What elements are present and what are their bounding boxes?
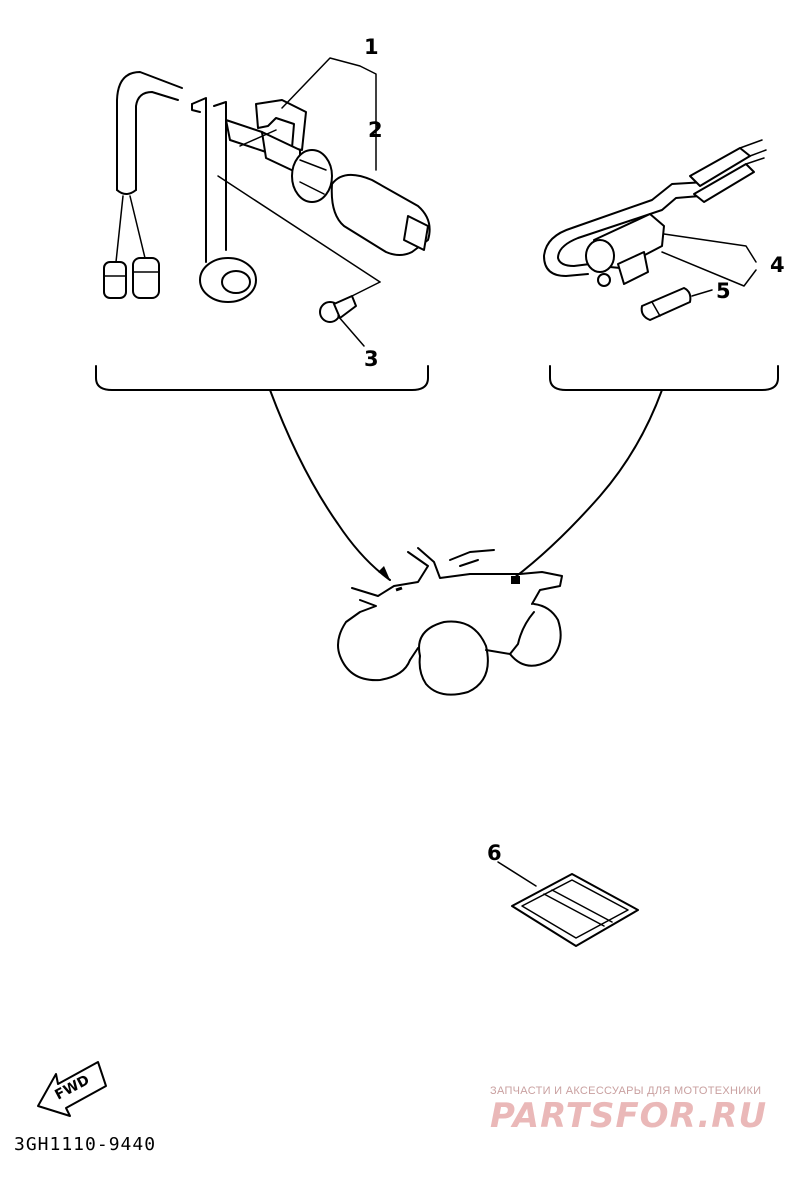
right-location-line (513, 389, 663, 579)
left-group-bracket (95, 365, 429, 391)
connector-1 (103, 261, 127, 299)
relay-wire (543, 181, 707, 277)
watermark-brand: PARTSFOR.RU (490, 1096, 768, 1136)
atv-silhouette (337, 547, 563, 696)
atv-rear-wheel (418, 620, 489, 696)
relay-bracket (617, 251, 649, 285)
right-group-bracket (549, 365, 779, 391)
bolt (319, 295, 365, 347)
u-bracket (255, 99, 307, 151)
callout-3: 3 (364, 347, 379, 371)
callout-4: 4 (770, 253, 785, 277)
callout-1: 1 (364, 35, 379, 59)
callout-2: 2 (368, 118, 383, 142)
diagram-code: 3GH1110-9440 (14, 1134, 157, 1155)
watermark-tagline: ЗАПЧАСТИ И АКСЕССУАРЫ ДЛЯ МОТОТЕХНИКИ (490, 1085, 762, 1097)
left-location-line (269, 389, 391, 581)
fuse (640, 287, 692, 321)
callout-5: 5 (716, 279, 731, 303)
relay-location-marker (511, 576, 520, 584)
left-sensor-assembly (103, 57, 431, 347)
leader-1-2 (281, 57, 377, 171)
right-relay-assembly (543, 139, 767, 321)
connector-2 (132, 257, 160, 299)
sensor-nut (291, 149, 333, 203)
callout-6: 6 (487, 841, 502, 865)
fwd-arrow: FWD (37, 1061, 107, 1117)
harness-tube (116, 71, 183, 191)
owners-manual (497, 861, 639, 947)
sensor-location-marker (395, 586, 403, 592)
